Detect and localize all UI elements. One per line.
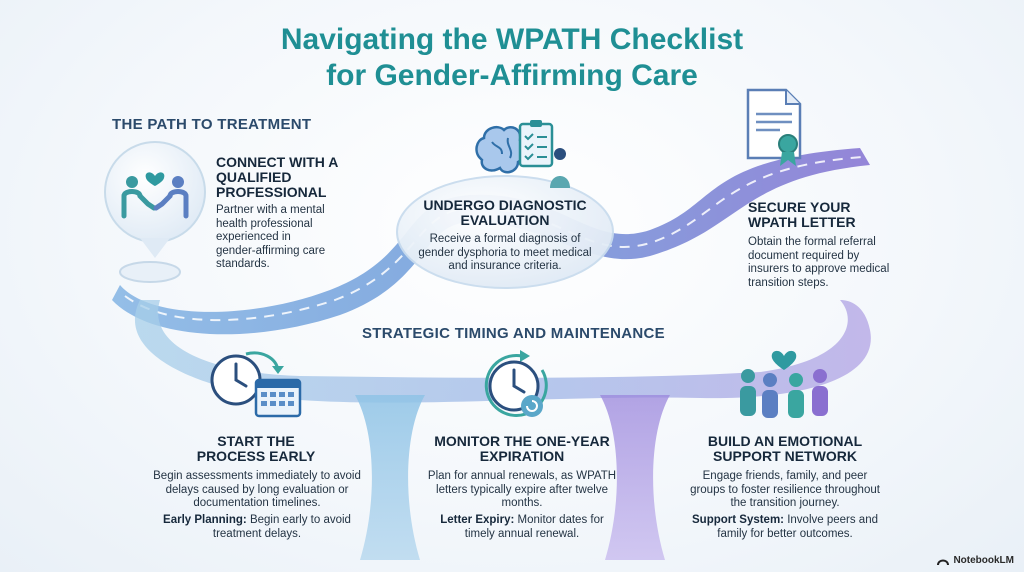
step5-note-text: Monitor dates for timely annual renewal. <box>464 514 604 540</box>
brand-name: NotebookLM <box>953 555 1014 566</box>
brand-badge: NotebookLM <box>937 555 1014 566</box>
step1-desc: Partner with a mental health professiona… <box>216 204 326 270</box>
step4-note-text: Begin early to avoid treatment delays. <box>212 514 351 540</box>
step2-desc: Receive a formal diagnosis of gender dys… <box>418 233 592 272</box>
upper-road <box>112 148 870 335</box>
glow-bubble-2 <box>396 175 614 289</box>
pillar-1 <box>355 395 425 560</box>
title-line-1: Navigating the WPATH Checklist <box>280 23 744 56</box>
step4-title: START THE PROCESS EARLY <box>196 433 316 464</box>
step3-title: SECURE YOUR WPATH LETTER <box>748 199 856 230</box>
pin-tail <box>140 238 170 258</box>
page-title: Navigating the WPATH Checklist for Gende… <box>0 22 1024 94</box>
certificate-document-icon <box>746 88 802 166</box>
step1-title: CONNECT WITH A QUALIFIED PROFESSIONAL <box>216 154 338 200</box>
step5-note: Letter Expiry: Monitor dates for timely … <box>428 514 616 541</box>
brain-clipboard-icon <box>475 120 570 188</box>
pin-base <box>119 261 181 283</box>
title-line-2: for Gender-Affirming Care <box>326 59 698 92</box>
section-path-to-treatment: THE PATH TO TREATMENT <box>112 116 312 133</box>
step4-note-label: Early Planning: <box>163 514 247 526</box>
handshake-heart-icon <box>121 172 189 219</box>
step6-title: BUILD AN EMOTIONAL SUPPORT NETWORK <box>707 433 863 464</box>
clock-calendar-icon <box>210 351 302 418</box>
step2-title: UNDERGO DIAGNOSTIC EVALUATION <box>423 197 587 228</box>
step4-desc: Begin assessments immediately to avoid d… <box>153 470 361 509</box>
stopwatch-renew-icon <box>484 350 548 417</box>
step6-note-label: Support System: <box>692 514 785 526</box>
step6-note-text: Involve peers and family for better outc… <box>717 514 878 540</box>
step6-note: Support System: Involve peers and family… <box>686 514 884 541</box>
step3-desc: Obtain the formal referral document requ… <box>748 236 890 289</box>
section-strategic-timing: STRATEGIC TIMING AND MAINTENANCE <box>362 325 665 342</box>
step4-note: Early Planning: Begin early to avoid tre… <box>160 514 354 541</box>
people-heart-icon <box>740 350 828 418</box>
notebooklm-logo-icon <box>937 559 950 565</box>
step5-desc: Plan for annual renewals, as WPATH lette… <box>427 470 617 509</box>
step5-note-label: Letter Expiry: <box>440 514 515 526</box>
step6-desc: Engage friends, family, and peer groups … <box>690 470 880 509</box>
lower-road <box>134 300 871 403</box>
step5-title: MONITOR THE ONE-YEAR EXPIRATION <box>434 433 610 464</box>
pillar-2 <box>600 395 670 560</box>
